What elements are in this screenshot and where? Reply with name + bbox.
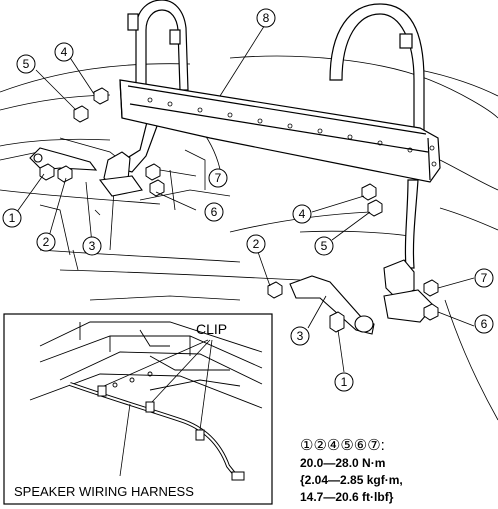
torque-spec-imperial: 14.7—20.6 ft·lbf} bbox=[300, 490, 394, 504]
svg-text:5: 5 bbox=[23, 57, 30, 71]
right-bolts bbox=[267, 183, 439, 333]
callout-6-left: 6 bbox=[204, 202, 224, 222]
callout-5-right: 5 bbox=[314, 236, 334, 256]
harness-label: SPEAKER WIRING HARNESS bbox=[14, 484, 194, 499]
svg-text:8: 8 bbox=[263, 11, 270, 25]
right-leg bbox=[404, 179, 419, 269]
torque-spec-parts: ①②④⑤⑥⑦: bbox=[300, 437, 385, 454]
svg-text:1: 1 bbox=[9, 211, 16, 225]
svg-text:1: 1 bbox=[341, 375, 348, 389]
svg-text:4: 4 bbox=[299, 207, 306, 221]
svg-text:6: 6 bbox=[481, 317, 488, 331]
torque-spec-metric: 20.0—28.0 N·m bbox=[300, 456, 386, 470]
callout-7-left: 7 bbox=[208, 168, 228, 188]
callout-2-right: 2 bbox=[246, 234, 266, 254]
callout-3-right: 3 bbox=[290, 326, 310, 346]
svg-text:2: 2 bbox=[43, 235, 50, 249]
callout-2-left: 2 bbox=[36, 232, 56, 252]
callout-1-right: 1 bbox=[334, 372, 354, 392]
leader-lines bbox=[13, 19, 475, 373]
callout-3-left: 3 bbox=[82, 236, 102, 256]
svg-text:6: 6 bbox=[211, 205, 218, 219]
clip-markers bbox=[97, 385, 205, 441]
svg-text:5: 5 bbox=[321, 239, 328, 253]
callout-6-right: 6 bbox=[474, 314, 494, 334]
crossbar bbox=[119, 79, 441, 183]
right-mounting-bracket bbox=[289, 259, 435, 335]
callout-8: 8 bbox=[256, 8, 276, 28]
callout-4-left: 4 bbox=[54, 42, 74, 62]
callout-4-right: 4 bbox=[292, 204, 312, 224]
svg-text:4: 4 bbox=[61, 45, 68, 59]
torque-spec-kgf: {2.04—2.85 kgf·m, bbox=[300, 473, 403, 487]
svg-text:7: 7 bbox=[481, 271, 488, 285]
callout-7-right: 7 bbox=[474, 268, 494, 288]
svg-text:7: 7 bbox=[215, 171, 222, 185]
callout-group: 1 2 3 4 5 7 6 8 4 5 2 3 1 7 6 bbox=[2, 8, 494, 392]
callout-5-left: 5 bbox=[16, 54, 36, 74]
clip-label: CLIP bbox=[196, 321, 227, 337]
left-bolts bbox=[39, 87, 165, 197]
callout-1-left: 1 bbox=[2, 208, 22, 228]
crossbar-holes bbox=[147, 97, 437, 167]
svg-text:3: 3 bbox=[297, 329, 304, 343]
roll-bar-assembly bbox=[116, 0, 441, 269]
harness-inset: CLIP SPEAKER WIRING HARNESS bbox=[3, 313, 273, 505]
left-hoop bbox=[135, 0, 189, 91]
svg-text:2: 2 bbox=[253, 237, 260, 251]
vehicle-body-outline bbox=[0, 55, 498, 421]
svg-text:3: 3 bbox=[89, 239, 96, 253]
